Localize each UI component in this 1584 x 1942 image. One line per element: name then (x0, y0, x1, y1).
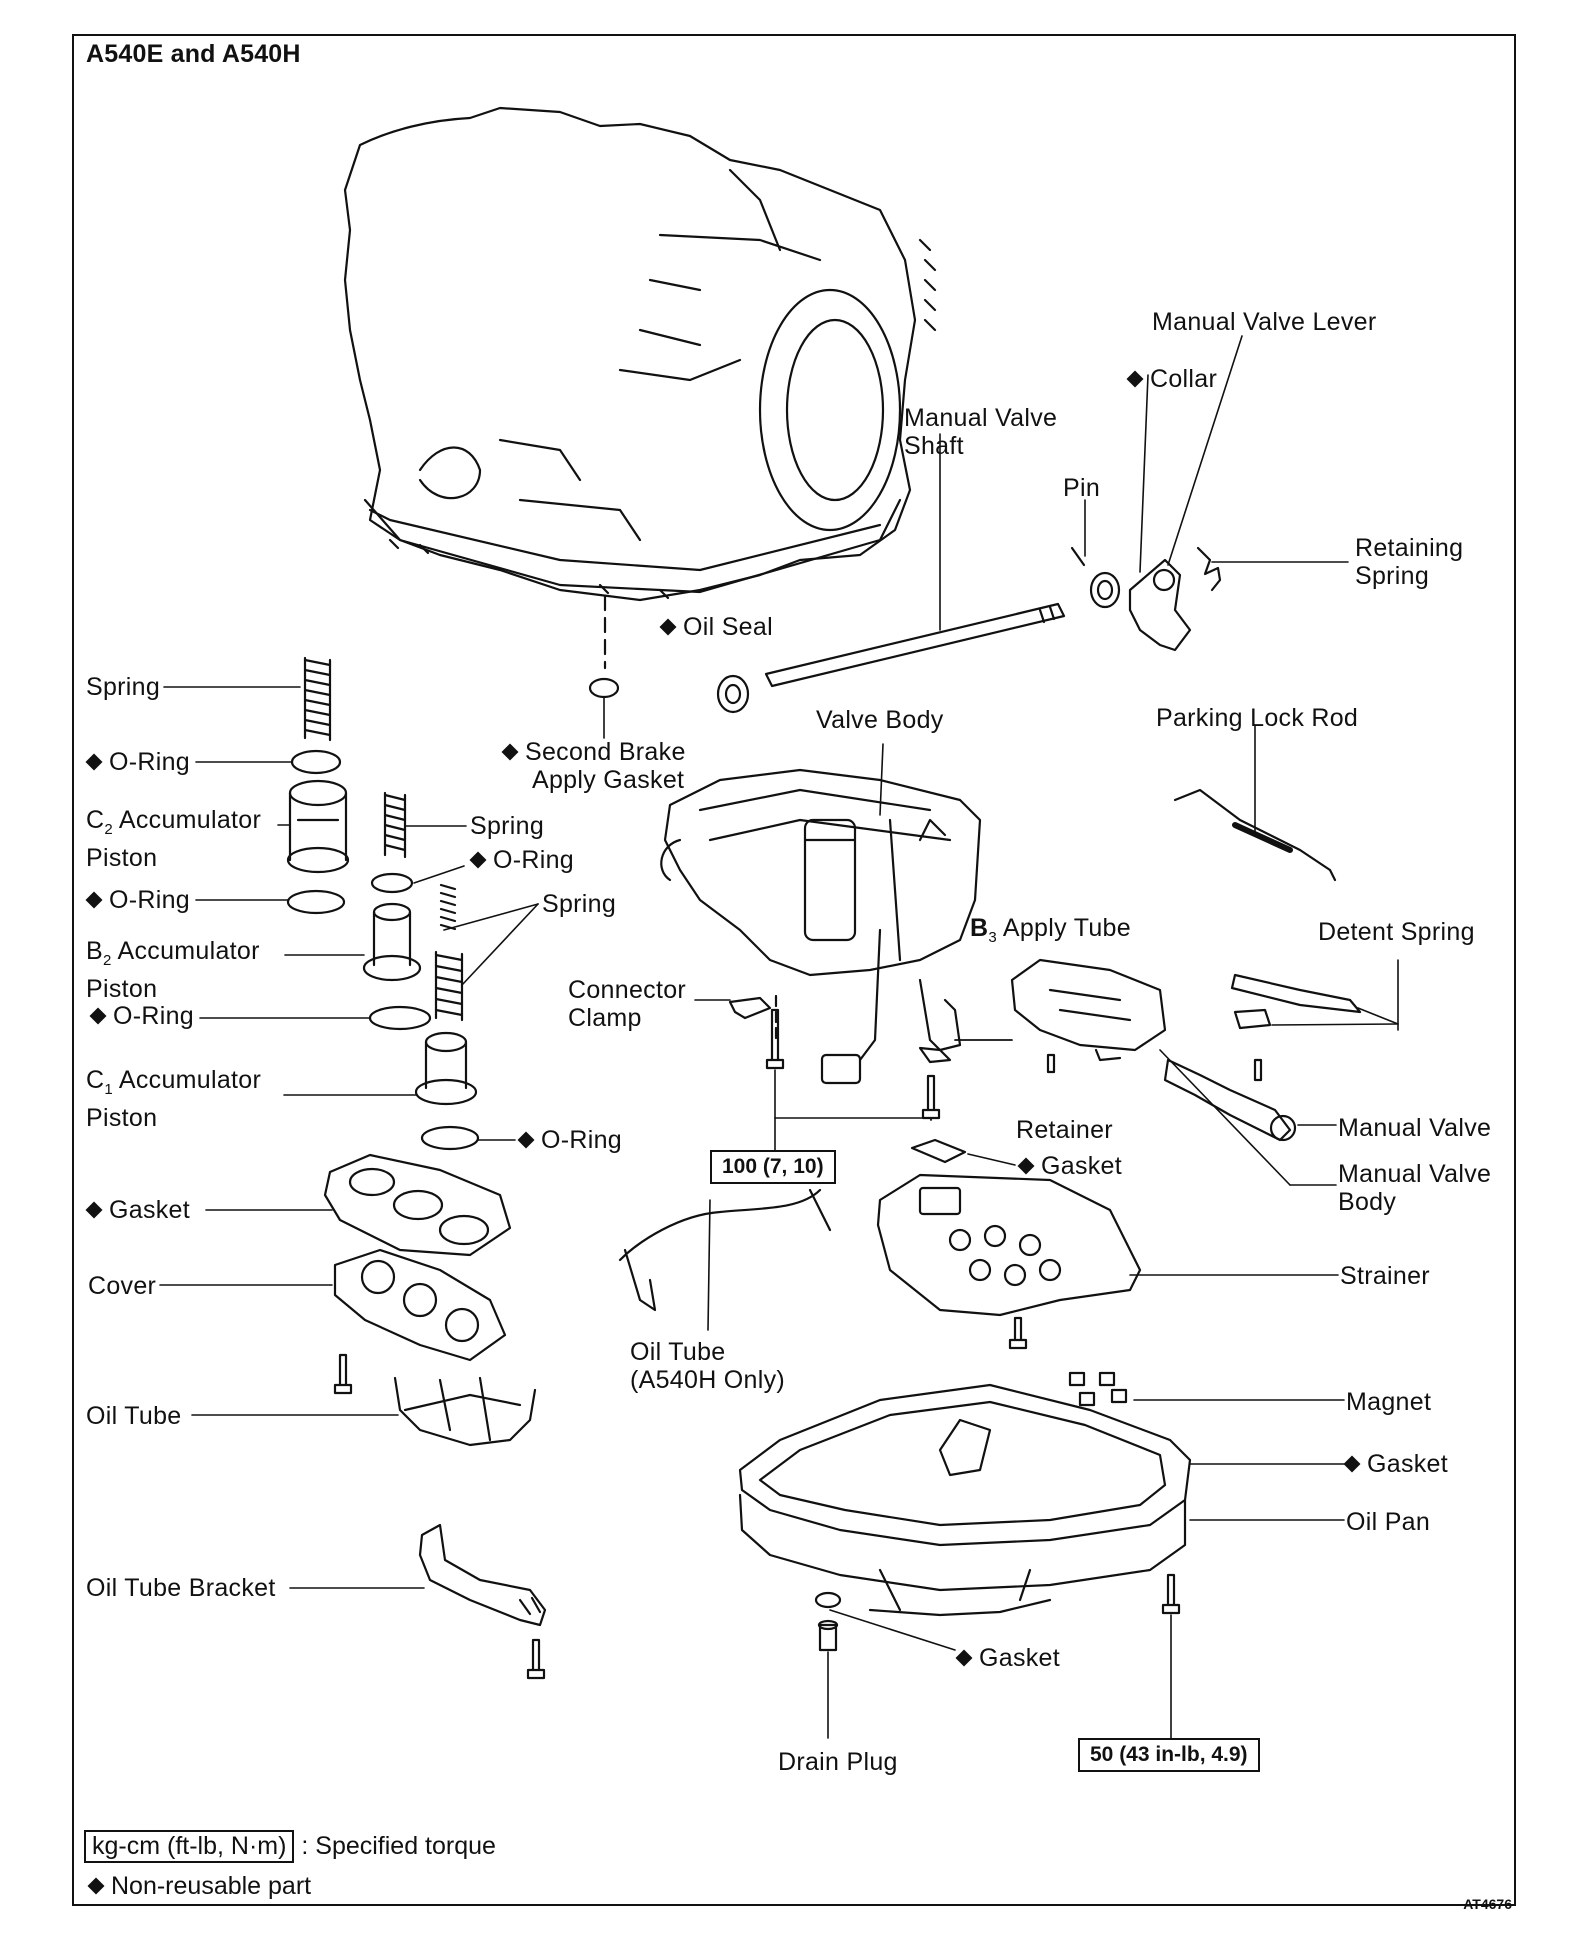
manual-valve-lever-assembly-drawing (1070, 335, 1243, 652)
label-parking-lock-rod: Parking Lock Rod (1156, 704, 1359, 732)
label-oring-1: O-Ring (85, 748, 190, 776)
diagram-frame (72, 34, 1516, 1906)
connector-clamp-drawing (728, 996, 941, 1151)
nonreusable-marker-icon (85, 1201, 103, 1219)
label-gasket-pan: Gasket (1343, 1450, 1448, 1478)
nonreusable-marker-icon (955, 1649, 973, 1667)
label-spring-top: Spring (86, 673, 161, 701)
label-gasket-strainer: Gasket (1017, 1152, 1122, 1180)
label-collar: Collar (1126, 365, 1217, 393)
label-retainer: Retainer (1016, 1116, 1113, 1144)
parking-lock-rod-drawing (1173, 788, 1337, 882)
figure-code: AT4676 (1463, 1896, 1512, 1912)
strainer-drawing (876, 1173, 1142, 1350)
second-brake-gasket-drawing (588, 677, 620, 699)
nonreusable-marker-icon (501, 743, 519, 761)
nonreusable-marker-icon (85, 753, 103, 771)
legend-torque: kg-cm (ft-lb, N·m) : Specified torque (84, 1830, 496, 1863)
legend-torque-text: : Specified torque (301, 1832, 496, 1860)
label-oil-tube-bracket: Oil Tube Bracket (86, 1574, 276, 1602)
label-valve-body: Valve Body (816, 706, 944, 734)
oil-tube-a540h-drawing (618, 1188, 832, 1312)
nonreusable-marker-icon (85, 891, 103, 909)
label-magnet: Magnet (1346, 1388, 1432, 1416)
label-pin: Pin (1063, 474, 1101, 502)
leader-lines (159, 561, 1399, 1651)
nonreusable-marker-icon (1343, 1455, 1361, 1473)
label-oil-pan: Oil Pan (1346, 1508, 1431, 1536)
strainer-gasket-drawing (910, 1138, 967, 1164)
valve-body-drawing (660, 768, 982, 1085)
nonreusable-marker-icon (517, 1131, 535, 1149)
label-gasket-left: Gasket (85, 1196, 190, 1224)
label-manual-valve: Manual Valve (1338, 1114, 1492, 1142)
oil-seal-drawing (716, 674, 750, 714)
manual-valve-body-drawing (1010, 958, 1362, 1142)
oil-pan-drawing (738, 1383, 1192, 1617)
torque-spec-oil-pan: 50 (43 in-lb, 4.9) (1078, 1738, 1260, 1772)
legend-nonreusable: Non-reusable part (87, 1872, 311, 1901)
diagram-title: A540E and A540H (86, 40, 301, 68)
label-detent-spring: Detent Spring (1318, 918, 1475, 946)
label-oring-2: O-Ring (469, 846, 574, 874)
transmission-case-drawing (343, 106, 937, 602)
manual-valve-shaft-drawing (764, 433, 1066, 688)
label-oil-seal: Oil Seal (659, 613, 773, 641)
label-spring-mid: Spring (470, 812, 545, 840)
nonreusable-marker-icon (89, 1007, 107, 1025)
label-oring-5: O-Ring (517, 1126, 622, 1154)
label-gasket-drain: Gasket (955, 1644, 1060, 1672)
nonreusable-marker-icon (469, 851, 487, 869)
accumulator-parts-drawing (286, 656, 547, 1680)
label-oring-4: O-Ring (89, 1002, 194, 1030)
label-strainer: Strainer (1340, 1262, 1430, 1290)
nonreusable-marker-icon (1017, 1157, 1035, 1175)
nonreusable-marker-icon (659, 618, 677, 636)
label-oil-tube: Oil Tube (86, 1402, 182, 1430)
magnet-drawing (1068, 1371, 1128, 1407)
torque-spec-valve-body: 100 (7, 10) (710, 1150, 836, 1184)
oil-pan-bolt-drawing (1161, 1573, 1181, 1615)
label-b3-apply-tube: B3 Apply Tube (970, 914, 1131, 946)
b3-apply-tube-drawing (918, 978, 1013, 1064)
nonreusable-marker-icon (87, 1877, 105, 1895)
label-oil-tube-a540h: Oil Tube(A540H Only) (630, 1338, 786, 1394)
nonreusable-marker-icon (1126, 370, 1144, 388)
label-oring-3: O-Ring (85, 886, 190, 914)
label-spring-pair: Spring (542, 890, 617, 918)
drain-plug-drawing (814, 1591, 842, 1739)
label-cover: Cover (88, 1272, 157, 1300)
label-manual-valve-lever: Manual Valve Lever (1152, 308, 1377, 336)
label-drain-plug: Drain Plug (778, 1748, 898, 1776)
legend-torque-unit: kg-cm (ft-lb, N·m) (84, 1830, 295, 1863)
